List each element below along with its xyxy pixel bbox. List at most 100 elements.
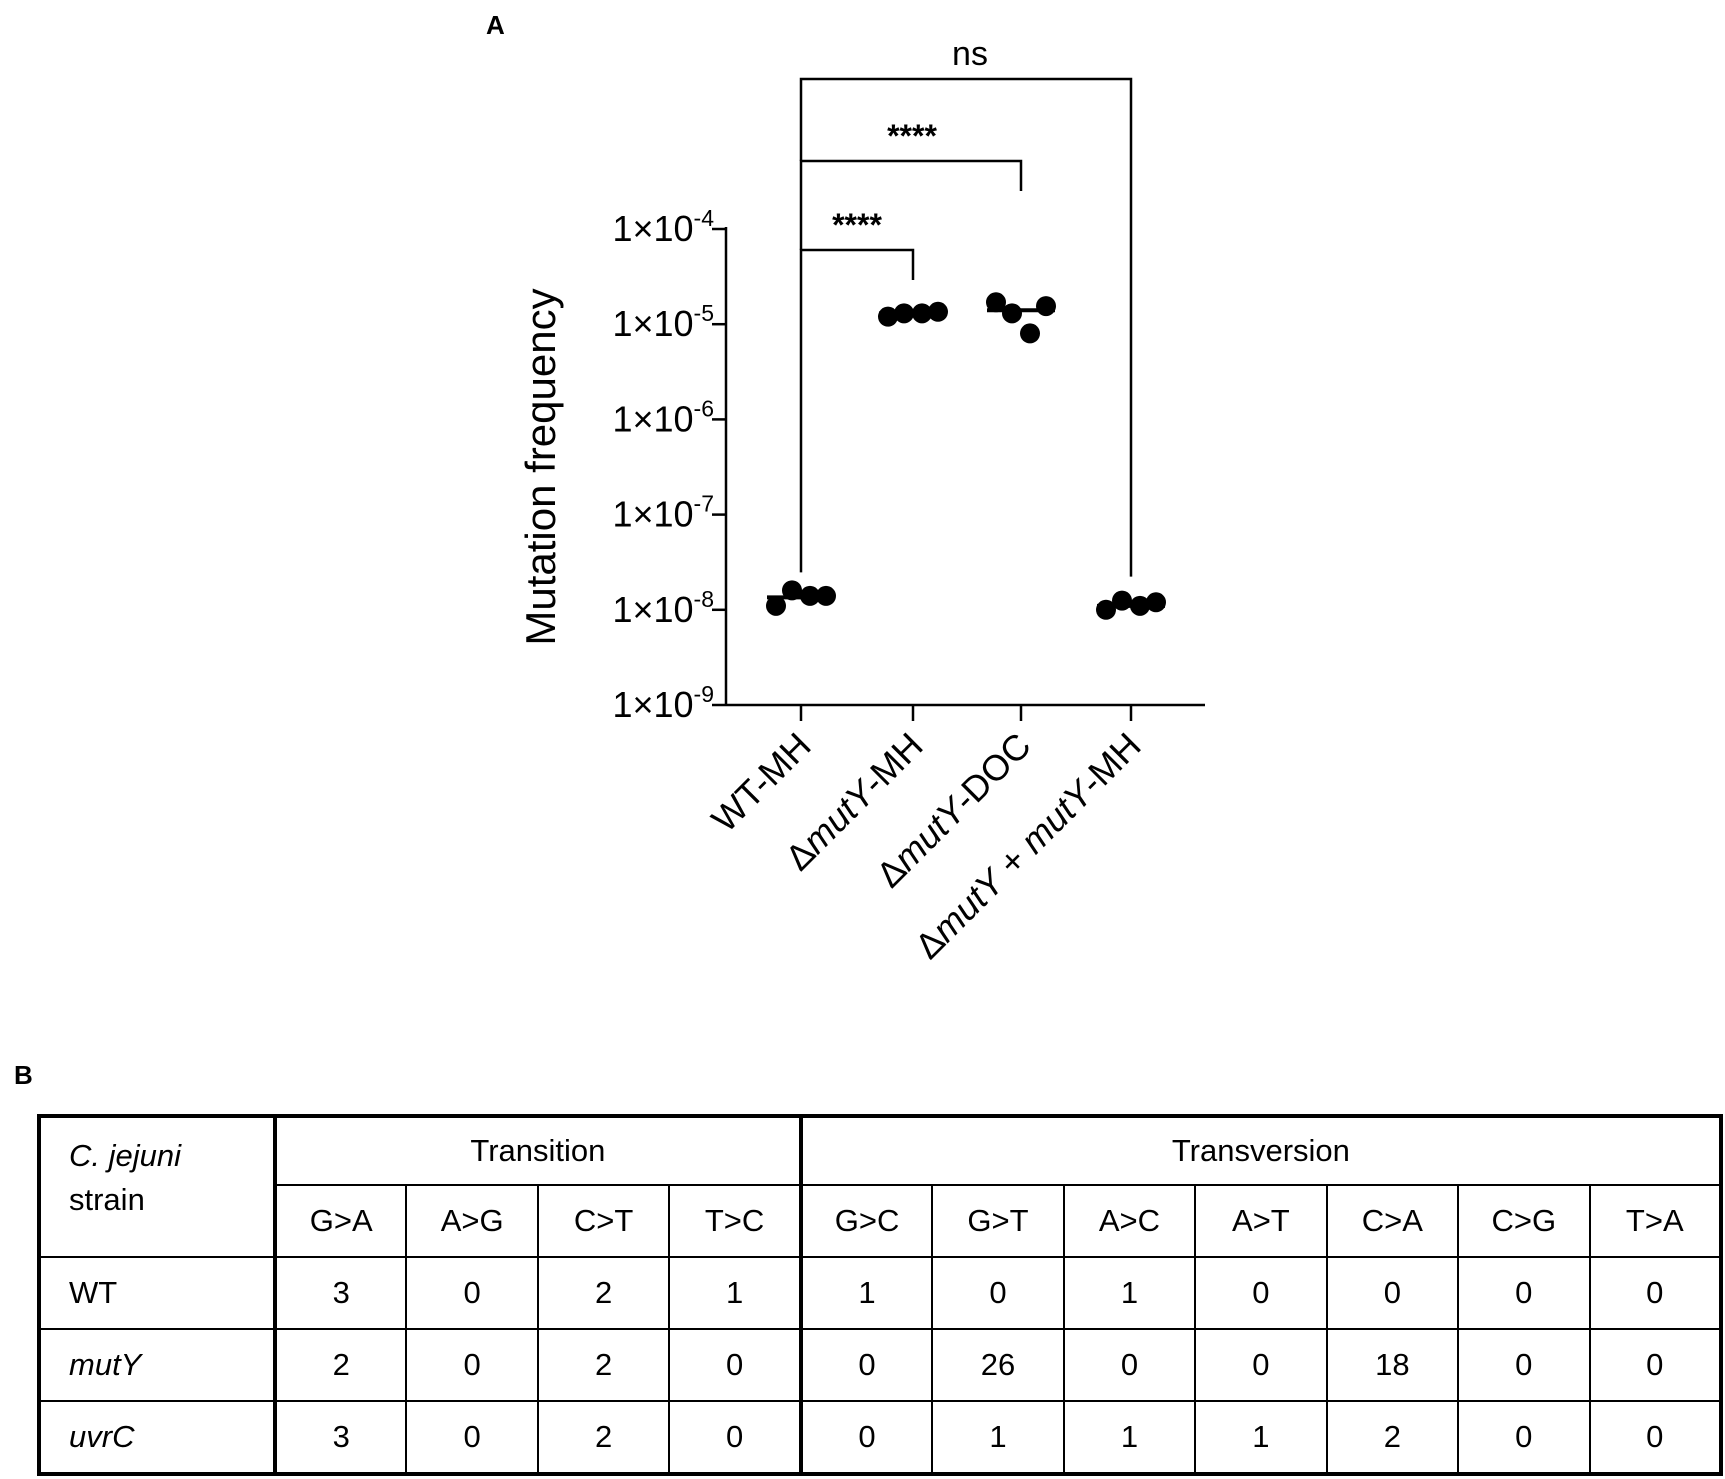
data-point <box>986 292 1006 313</box>
significance-bracket <box>799 77 1133 577</box>
y-tick-exponent: -7 <box>694 491 714 517</box>
group-header-transversion: Transversion <box>799 1115 1723 1186</box>
data-point <box>912 303 932 324</box>
panel-a-label: A <box>486 10 505 40</box>
row-strain-label: mutY <box>38 1328 277 1402</box>
table-cell: 2 <box>273 1328 408 1402</box>
table-cell: 0 <box>1062 1328 1197 1402</box>
table-cell: 2 <box>1325 1400 1460 1475</box>
y-tick-label: 1×10-6 <box>612 395 714 439</box>
data-point <box>1146 592 1166 613</box>
table-cell: 1 <box>1062 1256 1197 1330</box>
y-tick-label: 1×10-8 <box>612 586 714 630</box>
panel-b-label: B <box>14 1060 33 1090</box>
table-cell: 3 <box>273 1256 408 1330</box>
y-tick-label: 1×10-4 <box>612 205 714 249</box>
row-strain-label: WT <box>38 1256 277 1330</box>
y-tick-exponent: -4 <box>694 205 715 231</box>
table-cell: 0 <box>1325 1256 1460 1330</box>
table-cell: 0 <box>1194 1328 1328 1402</box>
table-cell: 0 <box>1457 1328 1591 1402</box>
column-header: T>C <box>668 1184 803 1258</box>
strain-header: C. jejuni strain <box>38 1115 277 1258</box>
mutation-spectrum-table: C. jejuni strain Transition Transversion… <box>37 1114 1723 1476</box>
table-cell: 2 <box>536 1400 671 1475</box>
data-point <box>766 595 786 616</box>
data-point <box>1112 590 1132 611</box>
strain-header-species: C. jejuni <box>69 1138 181 1173</box>
significance-bracket <box>799 248 915 573</box>
table-cell: 18 <box>1325 1328 1460 1402</box>
y-tick-base: 1×10 <box>612 303 693 344</box>
table-cell: 0 <box>1457 1256 1591 1330</box>
column-header: G>T <box>931 1184 1065 1258</box>
data-point <box>800 585 820 606</box>
table-cell: 2 <box>536 1256 671 1330</box>
column-header: C>A <box>1325 1184 1460 1258</box>
table-cell: 0 <box>1588 1400 1723 1475</box>
data-point <box>928 301 948 322</box>
table-cell: 0 <box>405 1400 539 1475</box>
table-cell: 1 <box>668 1256 803 1330</box>
data-point <box>1096 599 1116 620</box>
y-tick-base: 1×10 <box>612 208 693 249</box>
table-cell: 1 <box>931 1400 1065 1475</box>
table-cell: 3 <box>273 1400 408 1475</box>
significance-label: **** <box>887 118 937 154</box>
data-point <box>894 303 914 324</box>
row-strain-label: uvrC <box>38 1400 277 1475</box>
table-cell: 2 <box>536 1328 671 1402</box>
data-point <box>782 580 802 601</box>
data-point <box>1020 323 1040 344</box>
table-cell: 0 <box>1588 1256 1723 1330</box>
data-point <box>816 585 836 606</box>
x-category-label-part: -DOC <box>945 725 1039 819</box>
x-category-label-part: WT-MH <box>703 725 818 840</box>
significance-label: ns <box>952 35 988 73</box>
column-header: G>C <box>799 1184 934 1258</box>
table-cell: 1 <box>1062 1400 1197 1475</box>
y-tick-base: 1×10 <box>612 589 693 630</box>
column-header: A>C <box>1062 1184 1197 1258</box>
y-tick-exponent: -9 <box>694 681 714 707</box>
significance-label: **** <box>832 207 882 243</box>
y-tick-label: 1×10-5 <box>612 300 714 344</box>
column-header: T>A <box>1588 1184 1723 1258</box>
y-tick-base: 1×10 <box>612 684 693 725</box>
column-header: A>T <box>1194 1184 1328 1258</box>
table-cell: 1 <box>799 1256 934 1330</box>
table-cell: 0 <box>405 1328 539 1402</box>
table-cell: 0 <box>1588 1328 1723 1402</box>
data-point <box>1130 595 1150 616</box>
table-cell: 0 <box>668 1328 803 1402</box>
x-category-label: WT-MH <box>703 725 818 840</box>
group-header-transition: Transition <box>274 1115 803 1186</box>
y-tick-base: 1×10 <box>612 494 693 535</box>
table-cell: 0 <box>1457 1400 1591 1475</box>
strain-header-word: strain <box>69 1182 145 1217</box>
mutation-frequency-chart: 1×10-41×10-51×10-61×10-71×10-81×10-9Muta… <box>517 35 1205 967</box>
table-cell: 0 <box>405 1256 539 1330</box>
y-tick-exponent: -8 <box>694 586 714 612</box>
y-tick-label: 1×10-7 <box>612 491 714 535</box>
table-cell: 0 <box>1194 1256 1328 1330</box>
column-header: G>A <box>273 1184 408 1258</box>
column-header: C>G <box>1457 1184 1591 1258</box>
table-cell: 0 <box>931 1256 1065 1330</box>
y-tick-exponent: -6 <box>694 395 714 421</box>
y-tick-exponent: -5 <box>694 300 714 326</box>
column-header: A>G <box>405 1184 539 1258</box>
table-cell: 0 <box>799 1328 934 1402</box>
table-cell: 0 <box>668 1400 803 1475</box>
data-point <box>1036 296 1056 317</box>
significance-bracket <box>799 159 1023 250</box>
column-header: C>T <box>536 1184 671 1258</box>
y-axis-label: Mutation frequency <box>517 288 564 645</box>
table-cell: 26 <box>931 1328 1065 1402</box>
table-group-header-row: C. jejuni strain Transition Transversion <box>38 1115 1723 1258</box>
y-tick-base: 1×10 <box>612 398 693 439</box>
